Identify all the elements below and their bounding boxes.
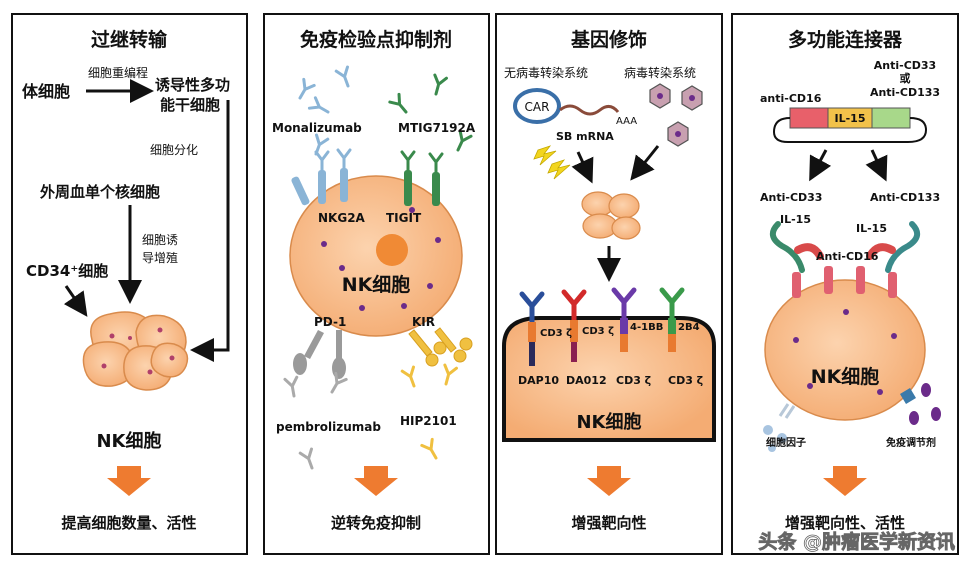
- pembrolizumab-label: pembrolizumab: [276, 420, 381, 434]
- pbmc-label: 外周血单个核细胞: [39, 183, 160, 201]
- immunomodulator-particles: [900, 383, 941, 425]
- panel-4-nk-label: NK细胞: [811, 365, 880, 388]
- panel-4-nk-cell: [764, 279, 926, 421]
- il15-left-label: IL-15: [780, 213, 811, 226]
- panel-gene-modification: 基因修饰 无病毒转染系统 病毒转染系统 CAR AAA SB mRNA: [495, 13, 723, 555]
- panel-1-title: 过继转输: [91, 28, 168, 51]
- kir-label: KIR: [412, 315, 435, 329]
- panel-3-result: 增强靶向性: [571, 514, 646, 532]
- differentiation-arrow: [190, 100, 230, 362]
- panel-3-result-arrow: [587, 466, 631, 496]
- cd16-receptors: [792, 266, 897, 298]
- ipsc-label-line2: 能干细胞: [160, 96, 220, 114]
- transduced-cells: [581, 191, 641, 240]
- cluster-dots: [101, 327, 175, 375]
- cytokine-particles: [763, 403, 796, 452]
- pd1-label: PD-1: [314, 315, 346, 329]
- panel-2-result-arrow: [354, 466, 398, 496]
- cd3z-label-3: CD3 ζ: [616, 374, 651, 387]
- panel-2-granules: [321, 207, 441, 311]
- panel-multifunction-engager: 多功能连接器 Anti-CD33 或 Anti-CD133 anti-CD16 …: [731, 13, 959, 555]
- panel-checkpoint-inhibitors: 免疫检验点抑制剂 Monalizumab MTIG7192A: [263, 13, 490, 555]
- panel-4-title: 多功能连接器: [788, 28, 903, 51]
- monalizumab-label: Monalizumab: [272, 121, 362, 135]
- aaa-label: AAA: [616, 116, 637, 127]
- cd3z-label-4: CD3 ζ: [668, 374, 703, 387]
- viral-label: 病毒转染系统: [624, 65, 696, 80]
- right-engager-arrow: [865, 149, 888, 182]
- reprogram-label: 细胞重编程: [88, 65, 148, 80]
- differentiation-label: 细胞分化: [150, 143, 198, 157]
- nonviral-arrow: [571, 151, 594, 184]
- cd3z-label-1: CD3 ζ: [540, 328, 572, 339]
- ipsc-label-line1: 诱导性多功: [155, 76, 230, 94]
- panel-2-nk-cell: [289, 175, 463, 337]
- cd34-label: CD34⁺细胞: [26, 262, 108, 280]
- il15-box-label: IL-15: [835, 112, 866, 125]
- nk-cell-cluster: [82, 311, 189, 391]
- panel-adoptive-transfer: 过继转输 体细胞 细胞重编程 诱导性多功 能干细胞 细胞分化 外周血单个核细胞 …: [11, 13, 248, 555]
- hip-label: HIP2101: [400, 414, 457, 428]
- body-cell-label: 体细胞: [22, 82, 70, 101]
- anti-cd16-left-label: anti-CD16: [760, 92, 822, 105]
- cd34-arrow: [63, 285, 88, 317]
- panel-4-result-arrow: [823, 466, 867, 496]
- anti-cd133-label: Anti-CD133: [870, 191, 940, 204]
- cd3z-label-2: CD3 ζ: [582, 326, 614, 337]
- panel-2-nk-label: NK细胞: [342, 273, 411, 296]
- bound-engager-right: [866, 221, 921, 273]
- panel-1-result: 提高细胞数量、活性: [61, 514, 196, 532]
- 4-1bb-label: 4-1BB: [630, 322, 663, 333]
- trike-construct: [772, 107, 928, 143]
- anti-cd33-label: Anti-CD33: [760, 191, 822, 204]
- nonviral-label: 无病毒转染系统: [504, 65, 588, 80]
- anti-cd133-top-label: Anti-CD133: [870, 86, 940, 99]
- car-label: CAR: [525, 100, 550, 114]
- nkg2a-label: NKG2A: [318, 211, 366, 225]
- panel-3-title: 基因修饰: [570, 28, 647, 51]
- nkg2a-receptors: [291, 148, 352, 206]
- anti-cd33-top-label: Anti-CD33: [874, 59, 936, 72]
- panel-2-nucleus: [376, 234, 408, 266]
- mtig-label: MTIG7192A: [398, 121, 476, 135]
- bound-engager-left: [769, 221, 824, 273]
- or-label: 或: [900, 71, 911, 85]
- panel-3-nk-membrane: [502, 316, 716, 442]
- panel-1-result-arrow: [107, 466, 151, 496]
- tigit-label: TIGIT: [386, 211, 422, 225]
- immunomodulator-label: 免疫调节剂: [886, 436, 936, 449]
- sb-mrna-strand: [559, 104, 620, 116]
- dap10-label: DAP10: [518, 374, 559, 387]
- il15-right-label: IL-15: [856, 222, 887, 235]
- sb-mrna-label: SB mRNA: [556, 130, 614, 143]
- kir-receptors: [408, 327, 473, 367]
- watermark: 头条 @肿瘤医学新资讯: [758, 530, 955, 553]
- panel-3-nk-label: NK细胞: [576, 411, 641, 433]
- car-plasmid: [513, 88, 561, 124]
- left-engager-arrow: [809, 149, 832, 182]
- panel-2-title: 免疫检验点抑制剂: [300, 28, 452, 51]
- induce-label-line1: 细胞诱: [142, 233, 178, 247]
- panel-4-result: 增强靶向性、活性: [785, 514, 905, 532]
- 2b4-label: 2B4: [678, 322, 700, 333]
- virus-cores: [657, 93, 695, 137]
- tigit-receptors: [400, 150, 444, 206]
- panel-4-granules: [793, 309, 897, 395]
- car-receptors: [519, 287, 685, 366]
- anti-cd16-label: Anti-CD16: [816, 250, 879, 263]
- viral-arrow: [630, 145, 660, 181]
- panel-1-nk-label: NK细胞: [96, 430, 161, 452]
- da012-label: DA012: [566, 374, 607, 387]
- panel-2-result: 逆转免疫抑制: [331, 514, 421, 532]
- cytokine-label: 细胞因子: [766, 436, 806, 449]
- induce-label-line2: 导增殖: [142, 250, 178, 265]
- electroporation-bolts: [533, 145, 571, 180]
